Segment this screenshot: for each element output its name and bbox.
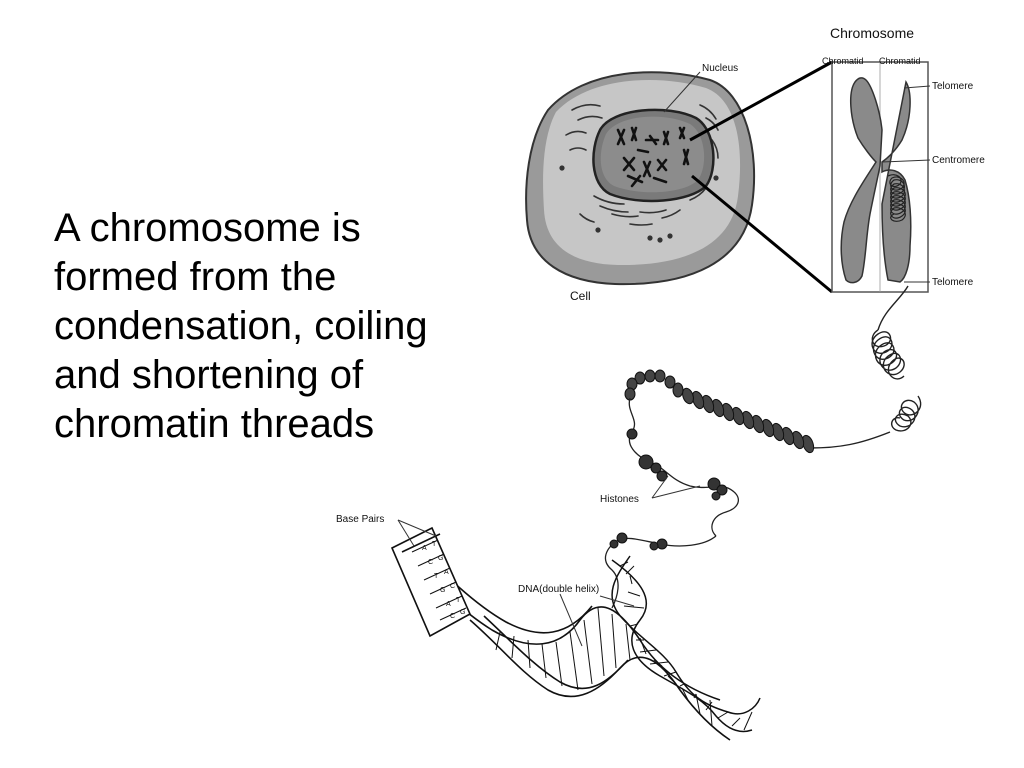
svg-text:T: T bbox=[432, 541, 437, 548]
chromatid-right-label: Chromatid bbox=[879, 56, 921, 66]
solenoid-fiber bbox=[624, 369, 815, 454]
slide-caption: A chromosome is formed from the condensa… bbox=[54, 204, 494, 449]
supercoiled-fiber bbox=[809, 285, 922, 449]
chromatid-right bbox=[881, 79, 912, 283]
nucleus-chromosomes bbox=[616, 126, 690, 188]
svg-text:G: G bbox=[438, 555, 443, 562]
telomere-bottom-label: Telomere bbox=[932, 277, 974, 288]
organelles bbox=[559, 103, 719, 243]
svg-text:C: C bbox=[450, 583, 455, 590]
caption-line-2: formed from the bbox=[54, 255, 337, 299]
chromatid-coil bbox=[887, 174, 906, 222]
centromere-label: Centromere bbox=[932, 155, 985, 166]
caption-line-1: A chromosome is bbox=[54, 206, 361, 250]
caption-line-5: chromatin threads bbox=[54, 402, 375, 446]
nucleus-label: Nucleus bbox=[702, 63, 738, 74]
svg-text:T: T bbox=[456, 597, 461, 604]
svg-text:T: T bbox=[434, 573, 439, 580]
svg-text:A: A bbox=[444, 569, 449, 576]
base-pairs-label: Base Pairs bbox=[336, 514, 384, 525]
cell-illustration bbox=[525, 71, 756, 286]
base-pairs-ladder: AT CG TA GC AT CG bbox=[390, 526, 472, 638]
caption-line-4: and shortening of bbox=[54, 353, 364, 397]
histone-pointers bbox=[651, 475, 701, 499]
chromosome-label: Chromosome bbox=[830, 25, 914, 41]
chromatid-left-label: Chromatid bbox=[822, 56, 864, 66]
telomere-top-label: Telomere bbox=[932, 81, 974, 92]
dna-label: DNA(double helix) bbox=[518, 584, 599, 595]
svg-text:C: C bbox=[428, 559, 433, 566]
caption-line-3: condensation, coiling bbox=[54, 304, 428, 348]
svg-text:G: G bbox=[440, 587, 445, 594]
nucleosomes bbox=[609, 428, 728, 551]
dna-double-helix bbox=[611, 555, 761, 733]
svg-text:A: A bbox=[446, 601, 451, 608]
dna-pointers bbox=[559, 593, 635, 647]
zoom-lines bbox=[689, 60, 833, 294]
histones-label: Histones bbox=[600, 494, 639, 505]
chromosome-illustration: Chromosome Chromatid Chromatid Telomere … bbox=[570, 25, 985, 303]
cell-label: Cell bbox=[570, 289, 591, 303]
chromatid-left bbox=[840, 77, 883, 284]
svg-text:A: A bbox=[422, 545, 427, 552]
base-pairs-pointers bbox=[397, 519, 437, 547]
svg-text:G: G bbox=[460, 609, 465, 616]
svg-text:C: C bbox=[450, 613, 455, 620]
